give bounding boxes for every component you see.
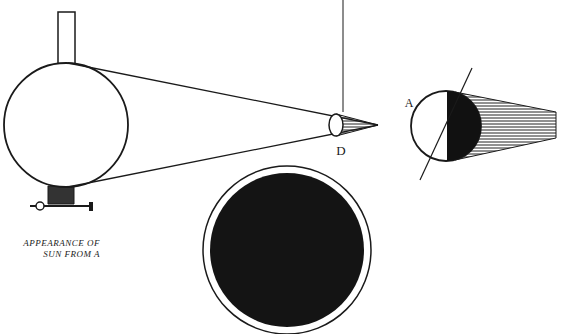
earth-dark-side bbox=[447, 91, 481, 161]
screw-end bbox=[89, 202, 93, 211]
sun-globe bbox=[4, 63, 128, 187]
screw-knob bbox=[36, 202, 44, 210]
support-line bbox=[343, 0, 344, 112]
eclipsed-disc bbox=[210, 173, 364, 327]
sun-ring bbox=[203, 166, 371, 334]
point-label: D bbox=[333, 143, 349, 159]
earth-axis bbox=[420, 68, 472, 180]
caption-note: APPEARANCE OF SUN FROM A bbox=[8, 238, 100, 261]
globe-post bbox=[58, 12, 75, 64]
globe-stand bbox=[48, 186, 74, 204]
moon-ball bbox=[329, 114, 343, 136]
point-label: A bbox=[402, 96, 416, 111]
earth-globe bbox=[411, 91, 481, 161]
